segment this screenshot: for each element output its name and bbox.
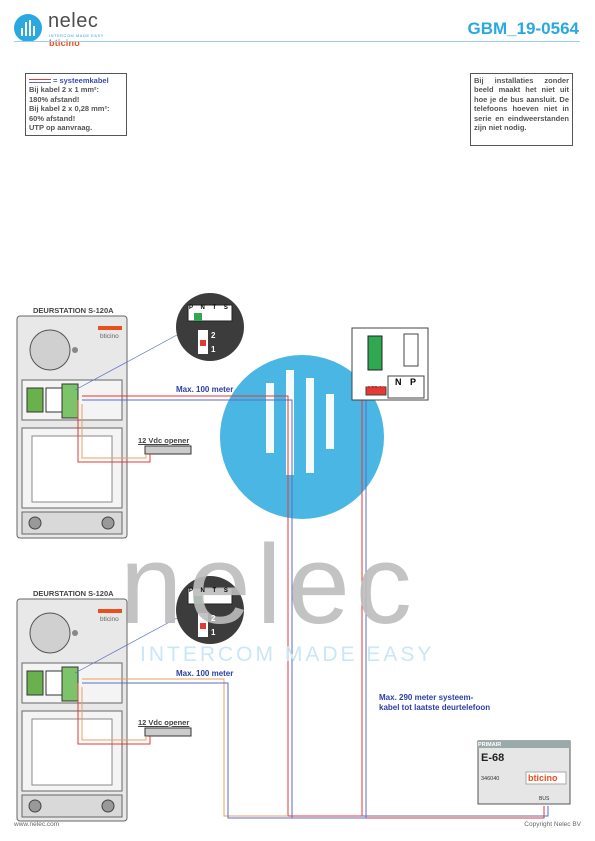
cable-note: = systeemkabel Bij kabel 2 x 1 mm²: 180%… [25, 73, 127, 136]
psu-model: E-68 [481, 752, 505, 764]
note-line: Bij kabel 2 x 0,28 mm²: [29, 104, 110, 114]
document-id: GBM_19-0564 [467, 19, 579, 38]
note-line: 180% afstand! [29, 94, 80, 104]
phone-switch-label: OFF ON [367, 386, 386, 392]
nelec-logo-icon [14, 14, 42, 42]
partner-name: bticino [49, 38, 80, 48]
header-rule [14, 41, 580, 42]
note-line: Bij kabel 2 x 1 mm²: [29, 85, 100, 95]
psu-brand: bticino [528, 773, 558, 783]
watermark-bars-icon [266, 370, 334, 475]
installation-note: Bij installaties zonder beeld maakt het … [470, 73, 573, 146]
station-2-switch-2: 2 [211, 614, 216, 623]
nelec-logo: nelec INTERCOM MADE EASY bticino [14, 10, 134, 48]
door-opener-2 [77, 683, 192, 745]
cable-legend: = systeemkabel [29, 76, 123, 85]
logo-bars-icon [21, 20, 35, 36]
station-2-title: DEURSTATION S-120A [33, 589, 114, 598]
station-2-distance: Max. 100 meter [176, 669, 234, 678]
station-2-jumper: P N T S [189, 588, 231, 594]
door-station-1 [16, 315, 128, 539]
station-1-brand: bticino [100, 333, 119, 340]
jumper-detail-1 [74, 293, 244, 391]
door-phone [351, 327, 429, 401]
jumper-detail-2 [74, 576, 244, 674]
station-2-brand: bticino [100, 616, 119, 623]
watermark-tagline: INTERCOM MADE EASY [140, 643, 435, 666]
legend-label: = systeemkabel [53, 76, 109, 85]
station-1-distance: Max. 100 meter [176, 385, 234, 394]
system-cable-line: Max. 290 meter systeem- [379, 693, 474, 702]
psu-label: PRIMAIR [478, 742, 502, 748]
door-opener-1 [77, 400, 192, 463]
station-1-title: DEURSTATION S-120A [33, 306, 114, 315]
phone-terminal-n: N [395, 377, 402, 387]
door-station-2 [16, 598, 128, 822]
footer-website: www.nelec.com [14, 821, 60, 828]
psu-terminals: BUS [539, 796, 550, 802]
station-1-switch-1: 1 [211, 345, 216, 354]
psu-code: 346040 [481, 776, 500, 782]
station-1-opener: 12 Vdc opener [138, 436, 190, 445]
brand-tagline: INTERCOM MADE EASY [49, 33, 104, 38]
note-line: 60% afstand! [29, 113, 76, 123]
system-cable-line: kabel tot laatste deurtelefoon [379, 703, 491, 713]
watermark-text: nelec [120, 522, 418, 647]
system-cable-swatch [29, 78, 51, 83]
note-line: UTP op aanvraag. [29, 122, 93, 132]
station-2-switch-1: 1 [211, 628, 216, 637]
power-supply [477, 740, 571, 805]
station-1-jumper: P N T S [189, 305, 231, 311]
system-cable-label: Max. 290 meter systeem- kabel tot laatst… [379, 693, 490, 714]
phone-terminal-p: P [410, 377, 417, 387]
brand-name: nelec [48, 10, 99, 32]
station-2-opener: 12 Vdc opener [138, 718, 190, 727]
station-1-switch-2: 2 [211, 331, 216, 340]
footer-copyright: Copyright Nelec BV [524, 821, 581, 828]
